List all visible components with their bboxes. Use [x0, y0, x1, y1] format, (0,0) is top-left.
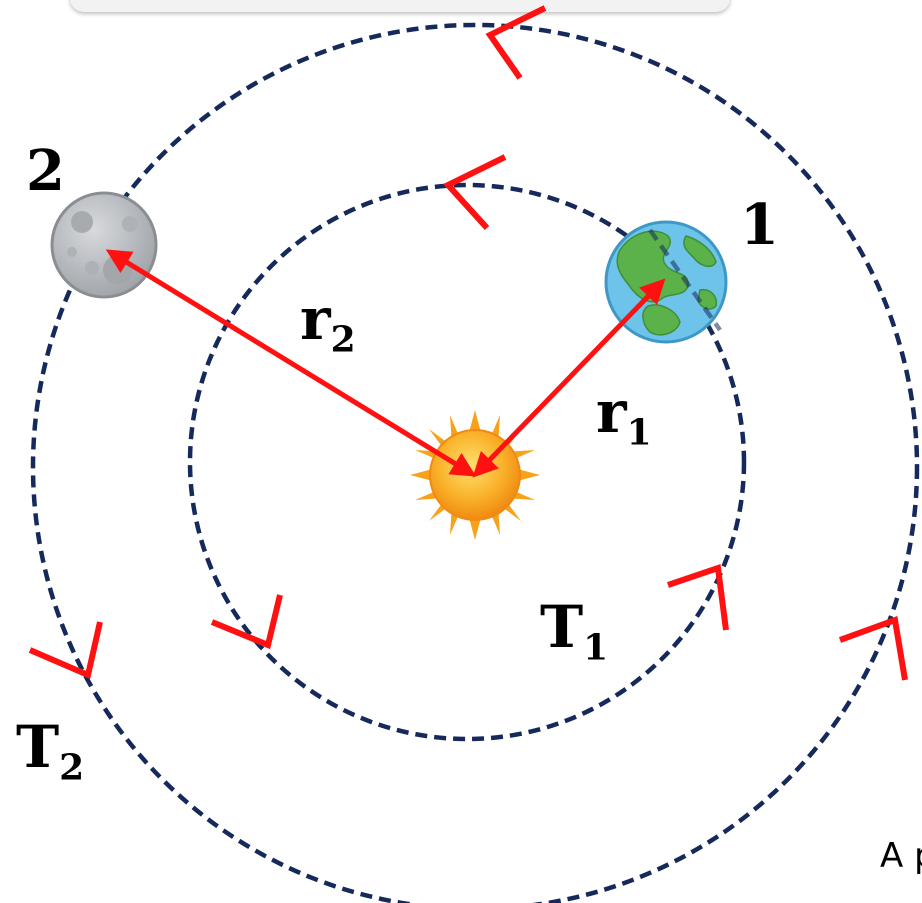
top-bar [70, 0, 730, 12]
r1-symbol: r [596, 378, 627, 446]
outer-orbit-overlap [648, 228, 722, 332]
inner-orbit-direction-arrows [210, 154, 729, 650]
r1-label: r1 [596, 383, 652, 452]
radius-vector-r1 [472, 278, 666, 478]
outer-direction-arrow-top [485, 5, 547, 80]
t1-subscript: 1 [583, 626, 609, 669]
t2-subscript: 2 [59, 746, 85, 789]
t1-symbol: T [540, 593, 584, 661]
inner-direction-arrow-top [443, 154, 507, 231]
moon-icon [50, 191, 158, 299]
outer-orbit [30, 22, 920, 903]
outer-direction-arrow-left [28, 621, 103, 680]
r1-subscript: 1 [626, 411, 652, 454]
outer-orbit-direction-arrows [28, 5, 908, 681]
t2-label: T2 [16, 718, 84, 787]
r2-label: r2 [300, 290, 356, 359]
inner-direction-arrow-left [210, 594, 283, 650]
radius-vector-r2 [105, 249, 477, 477]
r2-symbol: r [300, 285, 331, 353]
r2-subscript: 2 [330, 318, 356, 361]
inner-orbit [187, 182, 747, 742]
body-1-label: 1 [740, 192, 779, 258]
body-2-label: 2 [26, 138, 65, 204]
t2-symbol: T [16, 713, 60, 781]
t1-label: T1 [540, 598, 608, 667]
outer-direction-arrow-right [838, 615, 908, 681]
inner-direction-arrow-right [667, 563, 729, 631]
caption-text: A p [880, 836, 922, 876]
